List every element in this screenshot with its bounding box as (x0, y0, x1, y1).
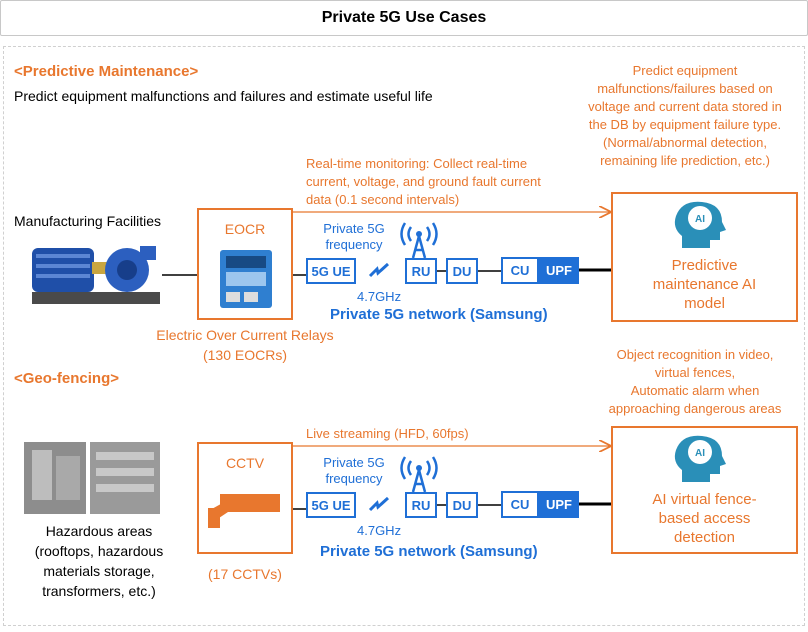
pm-ru: RU (405, 258, 437, 284)
gf-ai-note: Object recognition in video,virtual fenc… (608, 347, 782, 416)
gf-heading: <Geo-fencing> (14, 370, 120, 387)
gf-5g-ue: 5G UE (306, 492, 356, 518)
pm-ai-icon-text: AI (695, 214, 705, 225)
pm-source-label: Manufacturing Facilities (14, 213, 162, 229)
pump-image (32, 246, 160, 304)
gf-du: DU (446, 492, 478, 518)
content-frame (3, 46, 805, 626)
pm-antenna-icon (400, 222, 438, 259)
cctv-label: CCTV (225, 455, 265, 471)
cctv-camera-icon (208, 494, 280, 528)
pm-ai-brain-icon: AI (674, 201, 726, 248)
gf-ai-icon-text: AI (695, 448, 705, 459)
gf-ai-brain-icon: AI (674, 435, 726, 482)
eocr-device-icon (220, 250, 272, 308)
pm-cu: CU (501, 257, 539, 284)
pm-ai-box (611, 192, 798, 322)
gf-stream-note: Live streaming (HFD, 60fps) (306, 426, 469, 441)
gf-antenna-icon (400, 456, 438, 493)
gf-source-label: Hazardous areas(rooftops, hazardous mate… (34, 523, 164, 599)
gf-ru: RU (405, 492, 437, 518)
gf-upf: UPF (539, 491, 579, 518)
gf-ghz: 4.7GHz (357, 523, 402, 538)
eocr-label: EOCR (224, 221, 266, 237)
cctv-caption: (17 CCTVs) (208, 566, 282, 582)
cctv-box (197, 442, 293, 554)
pm-du: DU (446, 258, 478, 284)
gf-network-title: Private 5G network (Samsung) (320, 543, 538, 560)
pm-heading: <Predictive Maintenance> (14, 63, 199, 80)
eocr-box (197, 208, 293, 320)
pm-network-title: Private 5G network (Samsung) (330, 306, 548, 323)
gf-wireless-bolt-icon (368, 496, 390, 512)
hazardous-area-photos (24, 442, 160, 514)
pm-description: Predict equipment malfunctions and failu… (14, 88, 433, 104)
gf-ai-box (611, 426, 798, 554)
pm-upf: UPF (539, 257, 579, 284)
gf-cu: CU (501, 491, 539, 518)
page-title-text: Private 5G Use Cases (321, 9, 487, 26)
pm-5g-ue: 5G UE (306, 258, 356, 284)
pm-wireless-bolt-icon (368, 262, 390, 278)
eocr-caption: Electric Over Current Relays(130 EOCRs) (156, 327, 334, 363)
pm-ghz: 4.7GHz (357, 289, 402, 304)
